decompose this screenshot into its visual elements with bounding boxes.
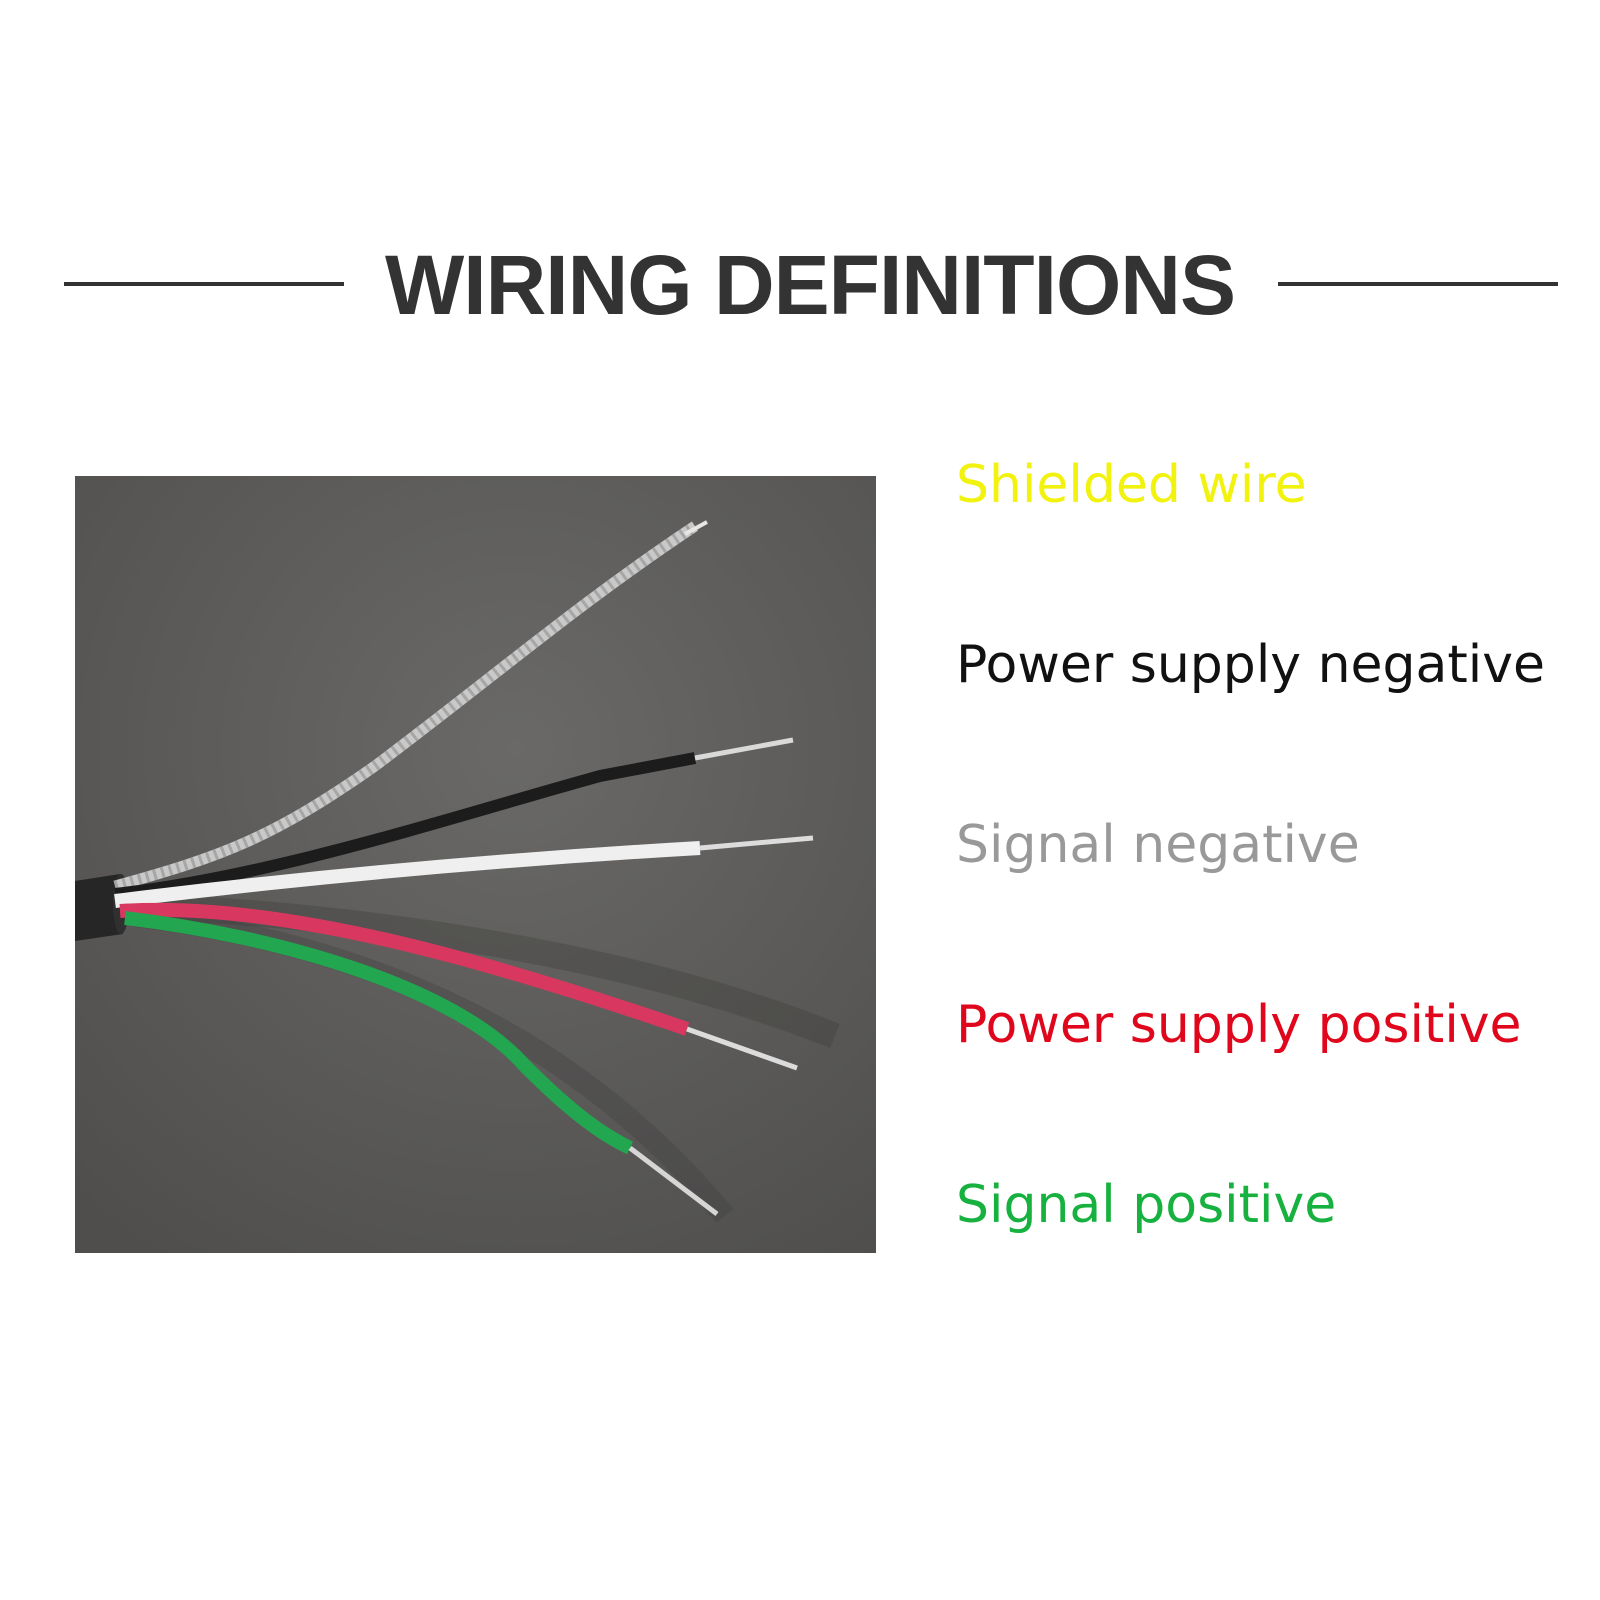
- cable-illustration: [75, 476, 876, 1253]
- green-wire: [124, 911, 634, 1155]
- cable-photo: [75, 476, 876, 1253]
- legend-item-signal-positive: Signal positive: [956, 1175, 1337, 1235]
- shield-wire-braid: [113, 521, 699, 892]
- red-wire: [119, 902, 690, 1036]
- title-row: WIRING DEFINITIONS: [0, 230, 1600, 340]
- black-wire: [114, 752, 697, 900]
- title-rule-left: [64, 282, 344, 286]
- legend-item-shielded: Shielded wire: [956, 455, 1307, 515]
- legend-item-power-negative: Power supply negative: [956, 635, 1545, 695]
- green-wire-conductor: [628, 1146, 719, 1216]
- red-wire-conductor: [686, 1026, 798, 1071]
- black-wire-conductor: [694, 737, 794, 761]
- page-title: WIRING DEFINITIONS: [385, 238, 1236, 332]
- legend-item-signal-negative: Signal negative: [956, 815, 1360, 875]
- title-rule-right: [1278, 282, 1558, 286]
- white-wire: [114, 841, 701, 908]
- cable-jacket: [75, 874, 123, 941]
- white-wire-conductor: [699, 835, 814, 851]
- legend-item-power-positive: Power supply positive: [956, 995, 1522, 1055]
- shield-wire-tip: [684, 520, 708, 536]
